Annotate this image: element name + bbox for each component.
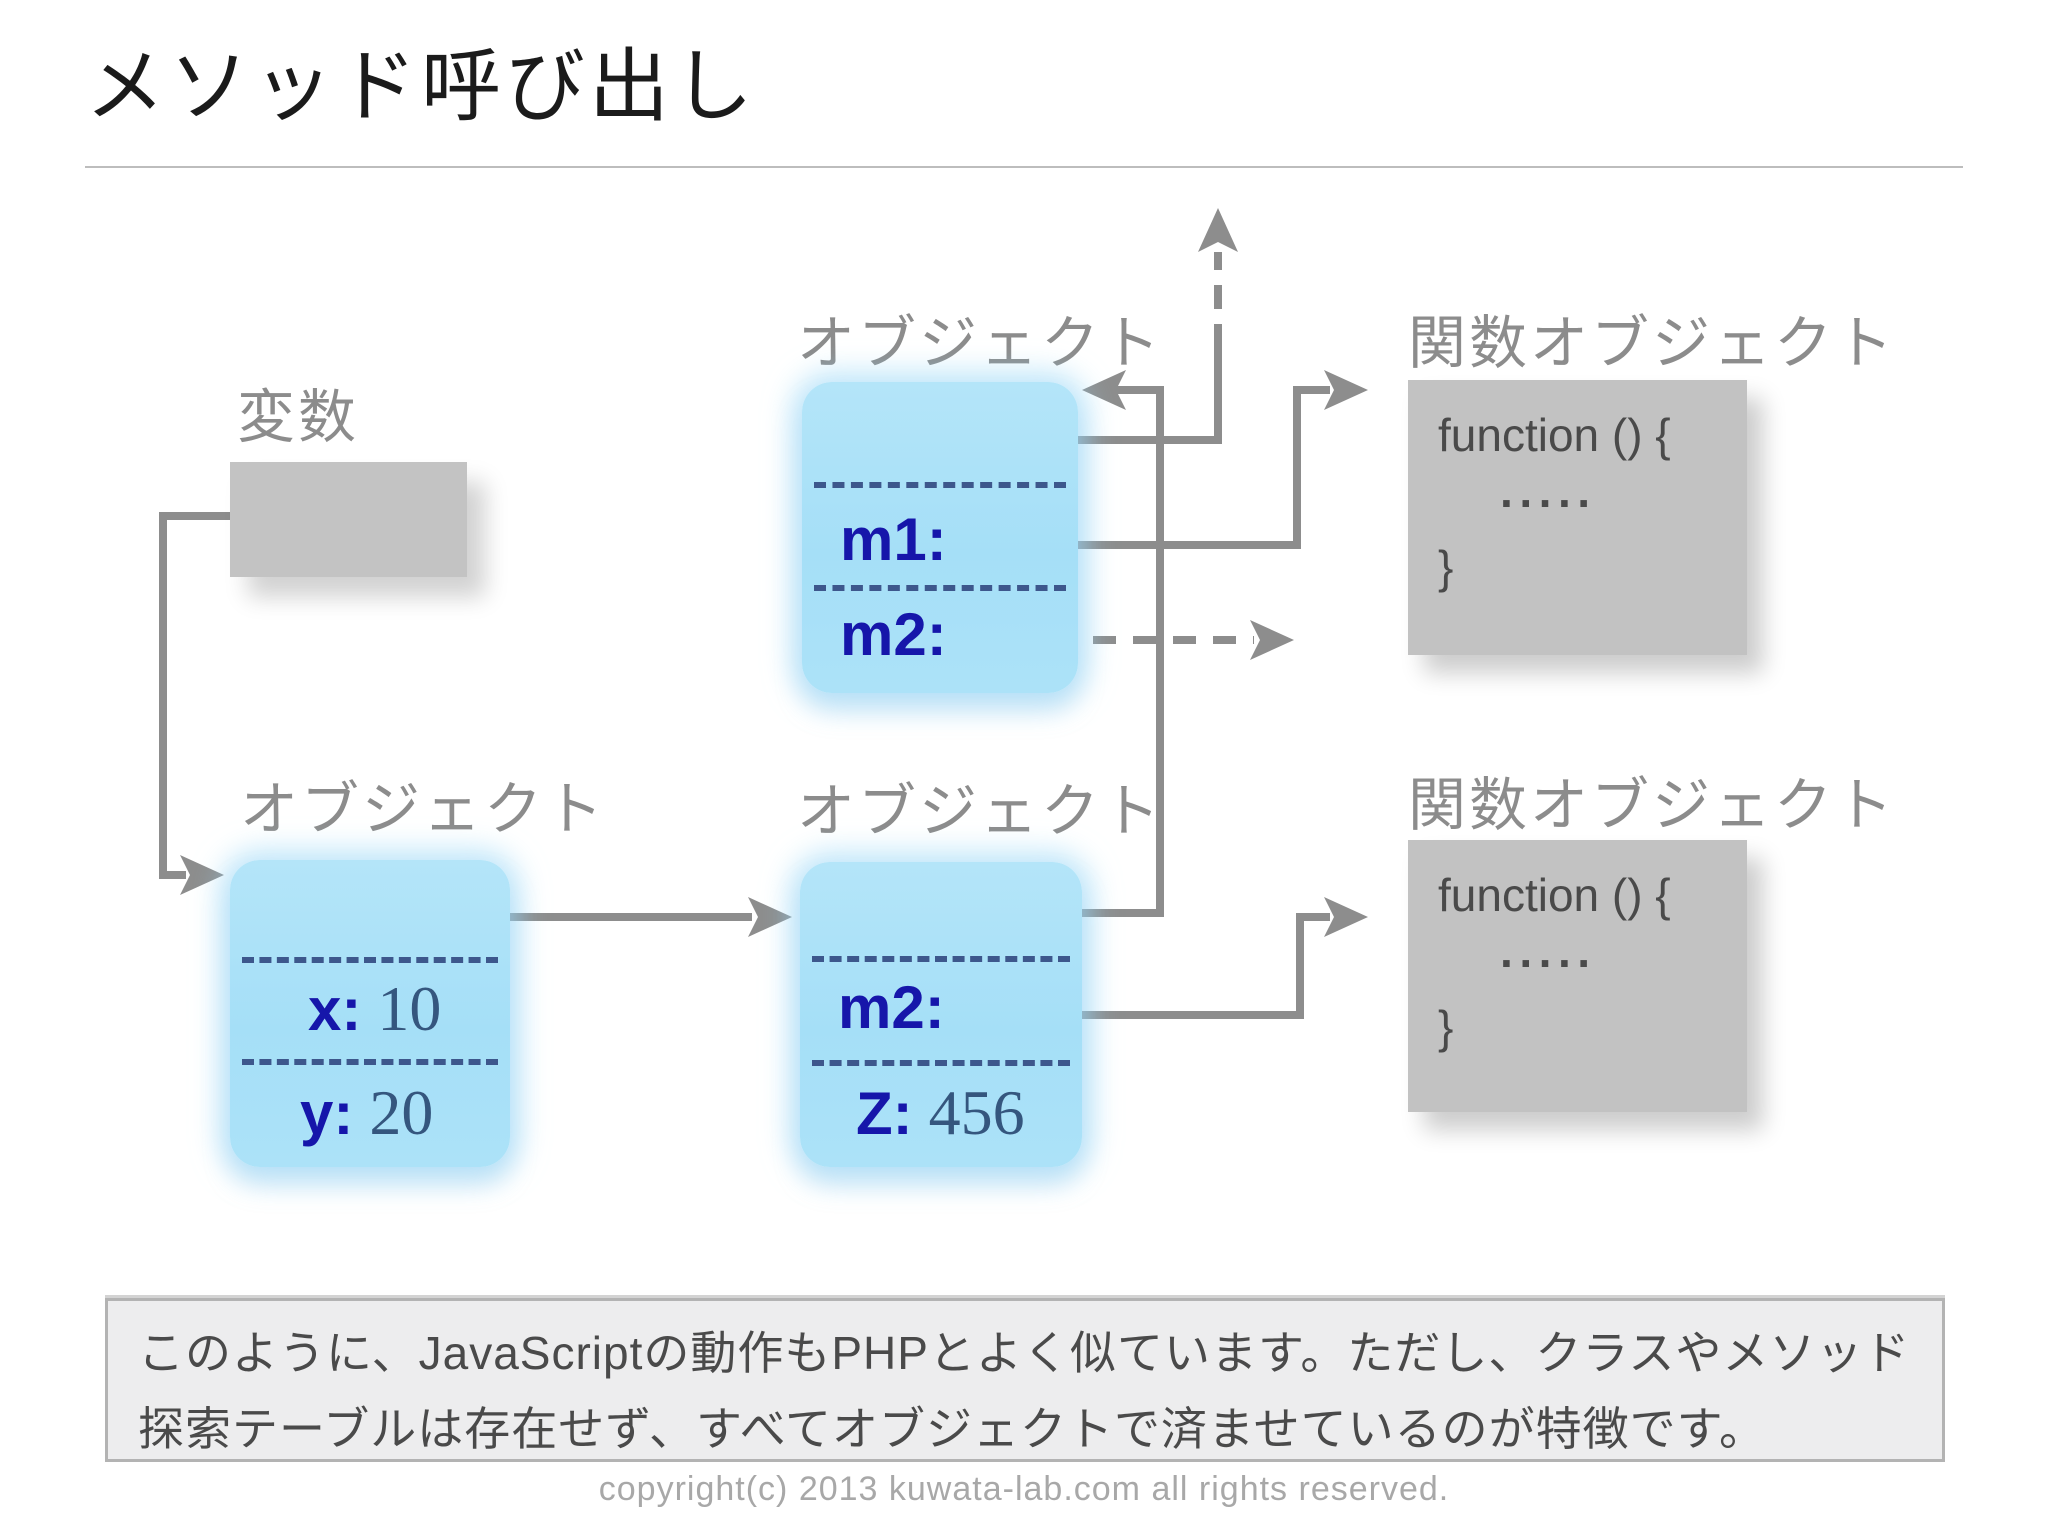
- note-box: このように、JavaScriptの動作もPHPとよく似ています。ただし、クラスや…: [105, 1298, 1945, 1462]
- arrowhead-into-left-object: [180, 855, 224, 895]
- function-code-line: ·····: [1500, 937, 1597, 989]
- m1-to-function-line: [1013, 386, 1330, 549]
- function-box-bottom: function () { ····· }: [1408, 840, 1747, 1112]
- function-code-line: function () {: [1438, 869, 1671, 921]
- function-code-line: }: [1438, 1001, 1454, 1053]
- slot-divider: [242, 957, 498, 963]
- arrowhead-m2-dashed: [1250, 620, 1294, 660]
- slot-key: x:: [308, 976, 362, 1043]
- m2-to-function-line: [1018, 913, 1330, 1019]
- slot-key: m2:: [840, 601, 947, 668]
- arrowhead-into-top-object: [1082, 370, 1126, 410]
- function-code-line: }: [1438, 541, 1454, 593]
- variable-label: 変数: [237, 385, 360, 450]
- top-object-slot-m1: m1:: [840, 505, 947, 574]
- arrowhead-into-function-top: [1324, 370, 1368, 410]
- mid-object-box: [800, 862, 1082, 1167]
- function-code-line: ·····: [1500, 477, 1597, 529]
- title-divider: [85, 166, 1963, 168]
- mid-object-slot-m2: m2:: [838, 973, 945, 1042]
- function-code-line: function () {: [1438, 409, 1671, 461]
- page-title: メソッド呼び出し: [85, 42, 757, 131]
- slot-key: Z:: [856, 1080, 913, 1147]
- function-box-top: function () { ····· }: [1408, 380, 1747, 655]
- left-object-slot-x: x:10: [308, 972, 441, 1046]
- arrowhead-up-proto: [1198, 208, 1238, 252]
- slot-key: m1:: [840, 506, 947, 573]
- arrowhead-into-mid-object: [748, 897, 792, 937]
- slot-divider: [812, 956, 1070, 962]
- mid-object-label: オブジェクト: [797, 779, 1164, 844]
- copyright-footer: copyright(c) 2013 kuwata-lab.com all rig…: [598, 1470, 1450, 1508]
- slot-divider: [242, 1059, 498, 1065]
- note-line-2: 探索テーブルは存在せず、すべてオブジェクトで済ませているのが特徴です。: [138, 1403, 1766, 1455]
- top-object-slot-m2: m2:: [840, 600, 947, 669]
- slot-key: m2:: [838, 974, 945, 1041]
- variable-box: [230, 462, 467, 577]
- slot-value: 456: [928, 1077, 1025, 1148]
- left-object-label: オブジェクト: [240, 777, 607, 842]
- note-line-1: このように、JavaScriptの動作もPHPとよく似ています。ただし、クラスや…: [138, 1327, 1911, 1379]
- mid-object-slot-z: Z:456: [856, 1076, 1025, 1150]
- left-object-slot-y: y:20: [300, 1076, 433, 1150]
- slot-value: 10: [377, 973, 442, 1044]
- left-object-box: [230, 860, 510, 1167]
- top-object-label: オブジェクト: [797, 311, 1164, 376]
- function-top-label: 関数オブジェクト: [1408, 311, 1897, 376]
- arrowhead-into-function-bottom: [1324, 897, 1368, 937]
- slot-divider: [814, 585, 1066, 591]
- slot-key: y:: [300, 1080, 354, 1147]
- function-bottom-label: 関数オブジェクト: [1408, 773, 1897, 838]
- slot-value: 20: [369, 1077, 434, 1148]
- slot-divider: [814, 482, 1066, 488]
- top-object-box: [802, 382, 1078, 693]
- slot-divider: [812, 1060, 1070, 1066]
